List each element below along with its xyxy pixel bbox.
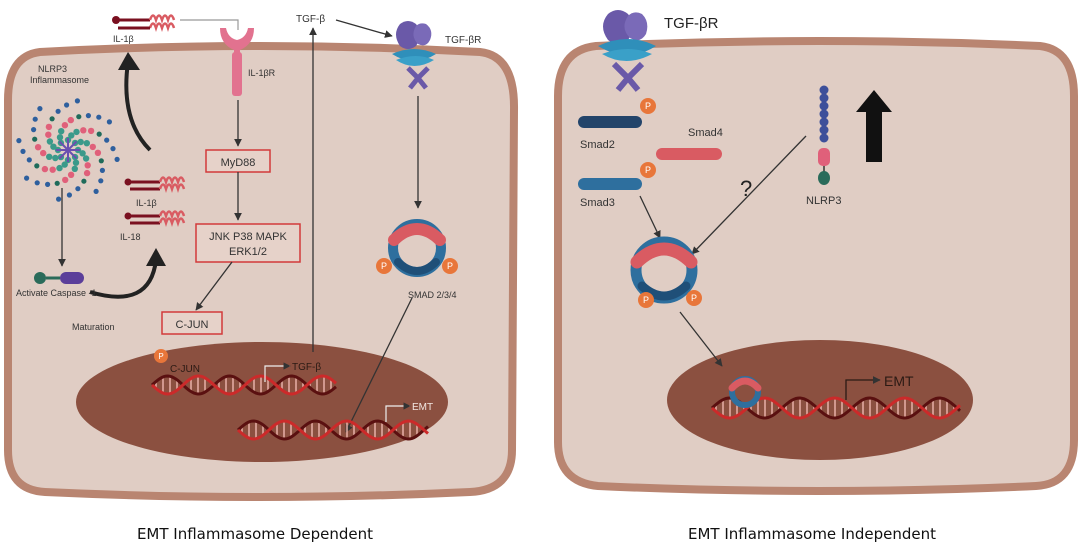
phospho-right-2-label: P [691,293,697,303]
cjun-box-label: C-JUN [176,319,209,331]
smad4-label: Smad4 [688,127,723,139]
phospho-right-1-label: P [643,295,649,305]
il1b-receptor-label: IL-1βR [248,68,276,78]
phospho-smad2 [640,98,656,114]
phospho-smad3 [640,162,656,178]
il18-label: IL-18 [120,232,141,242]
il1b-top-label: IL-1β [113,34,134,44]
tgfb-receptor-right-label: TGF-βR [664,15,719,32]
dna-left-upper [150,374,337,396]
phospho-smad2-label: P [645,101,651,111]
smad-label: SMAD 2/3/4 [408,290,457,300]
secretion-arrowhead [118,52,140,70]
smad-complex-right [630,236,698,304]
phospho-left-1 [376,258,392,274]
left-panel-caption: EMT Inflammasome Dependent [137,525,373,543]
maturation-label: Maturation [72,322,115,332]
nlrp3-label: NLRP3 [806,195,841,207]
phospho-left-1-label: P [381,261,387,271]
smad-to-dna-arrow [345,297,413,433]
smad2-molecule [578,116,642,128]
il18-precursor [124,210,186,227]
phospho-left-2 [442,258,458,274]
phospho-right-1 [638,292,654,308]
phospho-right-2 [686,290,702,306]
caspase-label: Activate Caspase -1 [16,288,97,298]
tgfb-ligand-label: TGF-β [296,14,325,25]
mapk-box [195,223,301,263]
smad-complex-left [388,219,446,277]
tgfb-receptor-right [598,10,656,92]
smad4-molecule [656,148,722,160]
myd88-label: MyD88 [221,157,256,169]
il1b-to-receptor-line [180,19,239,30]
il1b-receptor [220,28,254,96]
inflammasome-label-line2: Inflammasome [30,75,89,85]
phospho-cjun-dna-label: P [158,352,163,361]
nlrp3-to-complex-arrow [691,135,807,255]
smad3-molecule [578,178,642,190]
nlrp3-molecule [818,85,830,185]
emt-gene-promoter-right [845,376,881,400]
left-cell [4,42,519,501]
complex-to-nucleus-arrow [679,311,723,367]
tgfb-receptor-left-label: TGF-βR [445,35,481,46]
maturation-curved-arrow [89,259,158,299]
cjun-box [161,311,223,335]
tgfb-to-receptor-arrow [335,19,393,38]
smad-complex-on-dna [728,376,762,408]
nlrp3-inflammasome [16,98,120,202]
phospho-smad3-label: P [645,165,651,175]
inflammasome-label-line1: NLRP3 [38,64,67,74]
il1b-ligand-top [112,14,176,32]
dna-left-lower [236,419,429,441]
mapk-label-line1: JNK P38 MAPK [209,231,287,243]
caspase1-molecule [34,272,84,284]
maturation-arrowhead [146,248,166,266]
upregulation-arrow [856,90,892,162]
emt-gene-left-label: EMT [412,402,433,413]
smad2-label: Smad2 [580,139,615,151]
right-nucleus [667,340,973,460]
phospho-left-2-label: P [447,261,453,271]
secretion-curved-arrow [124,61,152,152]
mapk-to-cjun-arrow [195,261,233,311]
phospho-cjun-dna [154,349,168,363]
tgfb-gene-promoter [264,362,291,382]
tgfb-gene-label: TGF-β [292,362,321,373]
il1b-mid-label: IL-1β [136,198,157,208]
smad3-label: Smad3 [580,197,615,209]
tgfb-receptor-left [392,21,436,90]
cjun-dna-label: C-JUN [170,364,200,375]
smads-to-complex-arrow [639,195,661,239]
il1b-precursor [124,176,186,193]
mapk-label-line2: ERK1/2 [229,246,267,258]
left-nucleus [76,342,448,462]
emt-gene-promoter-left [385,402,411,422]
right-panel-caption: EMT Inflammasome Independent [688,525,936,543]
emt-gene-right-label: EMT [884,373,914,389]
